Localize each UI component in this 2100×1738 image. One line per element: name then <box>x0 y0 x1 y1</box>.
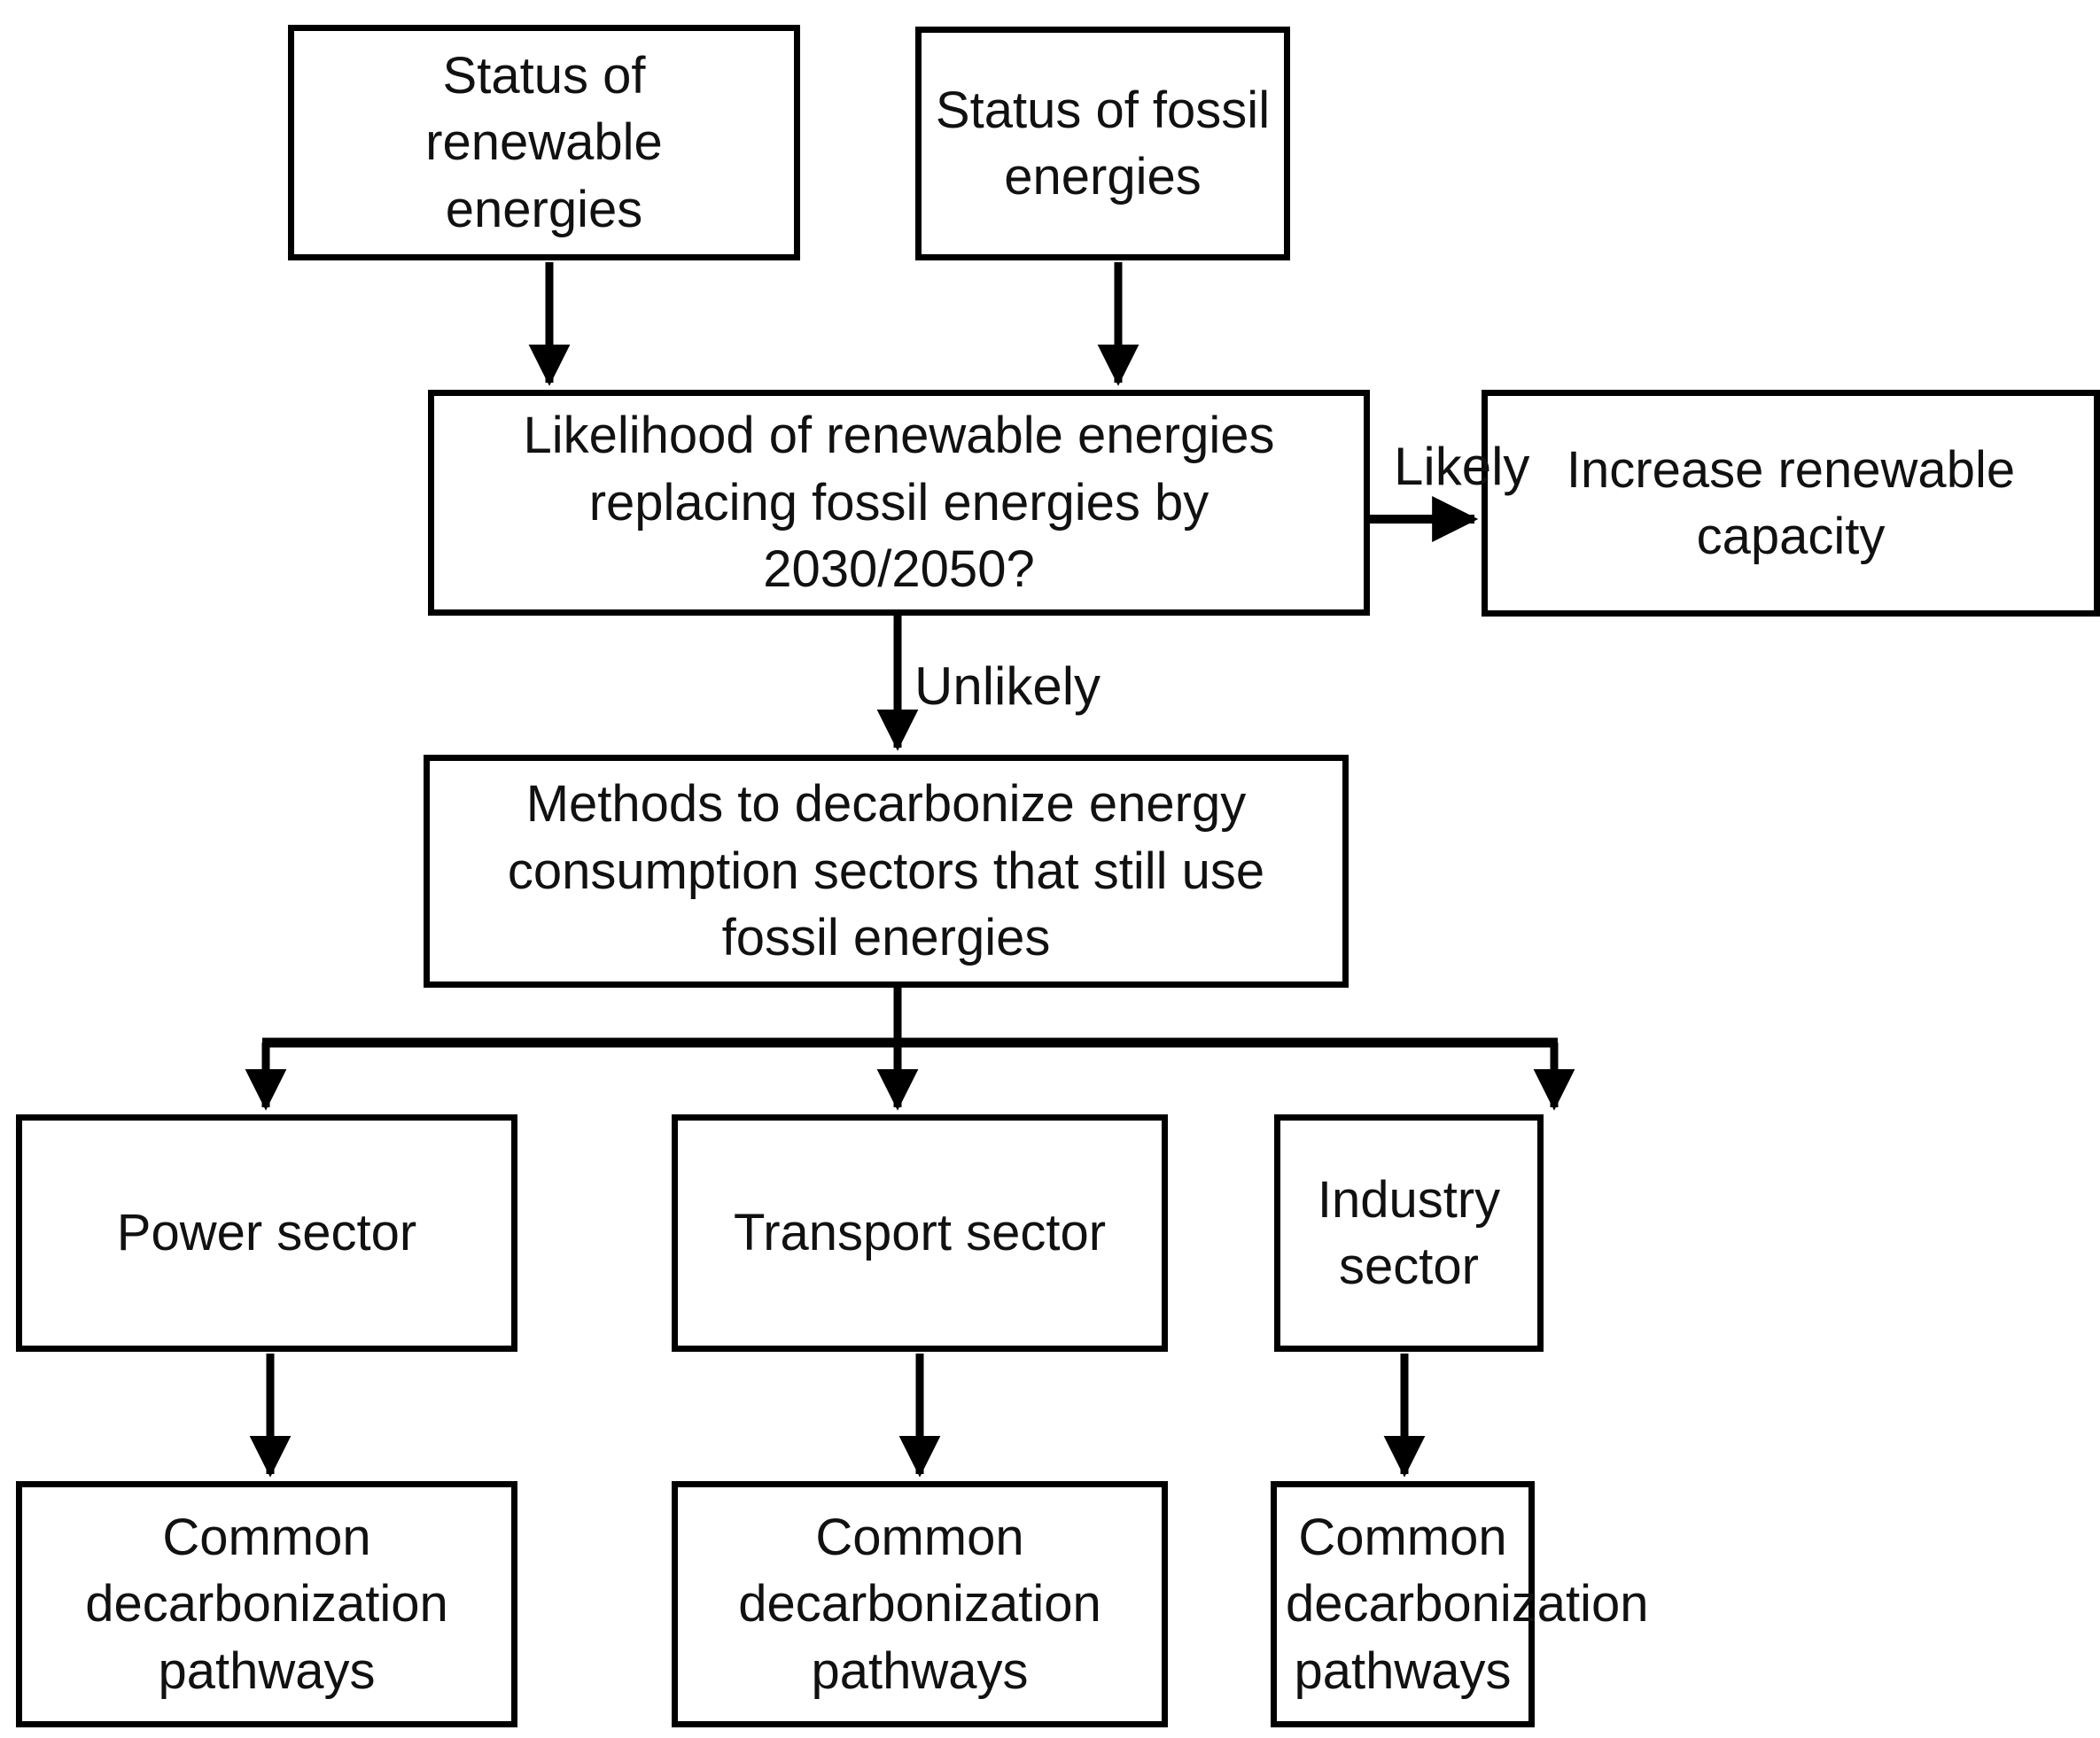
node-industry-sector[interactable]: Industry sector <box>1274 1114 1544 1352</box>
node-label: Common decarbonization pathways <box>85 1508 448 1700</box>
node-label: Transport sector <box>733 1204 1107 1262</box>
edge-label-unlikely: Unlikely <box>914 656 1101 716</box>
node-pathways-power[interactable]: Common decarbonization pathways <box>16 1481 517 1727</box>
node-label: Increase renewable capacity <box>1566 440 2016 565</box>
node-transport-sector[interactable]: Transport sector <box>672 1114 1168 1352</box>
node-pathways-industry[interactable]: Common decarbonization pathways <box>1271 1481 1649 1727</box>
node-label: Common decarbonization pathways <box>738 1508 1101 1700</box>
node-likelihood-decision[interactable]: Likelihood of renewable energies replaci… <box>428 390 1370 616</box>
node-label: Methods to decarbonize energy consumptio… <box>507 775 1265 967</box>
node-label: Power sector <box>116 1204 417 1262</box>
node-increase-renewable-capacity[interactable]: Increase renewable capacity <box>1482 390 2100 617</box>
node-status-renewable-energies[interactable]: Status of renewable energies <box>288 25 800 260</box>
node-label: Status of fossil energies <box>935 81 1271 206</box>
node-power-sector[interactable]: Power sector <box>16 1114 517 1352</box>
edge-label-likely: Likely <box>1394 437 1530 496</box>
node-methods-to-decarbonize[interactable]: Methods to decarbonize energy consumptio… <box>424 755 1349 988</box>
node-label: Common decarbonization pathways <box>1286 1508 1649 1700</box>
node-label: Likelihood of renewable energies replaci… <box>523 407 1275 599</box>
node-label: Industry sector <box>1317 1170 1501 1295</box>
node-status-fossil-energies[interactable]: Status of fossil energies <box>915 27 1290 260</box>
node-label: Status of renewable energies <box>425 46 663 238</box>
node-pathways-transport[interactable]: Common decarbonization pathways <box>672 1481 1168 1727</box>
